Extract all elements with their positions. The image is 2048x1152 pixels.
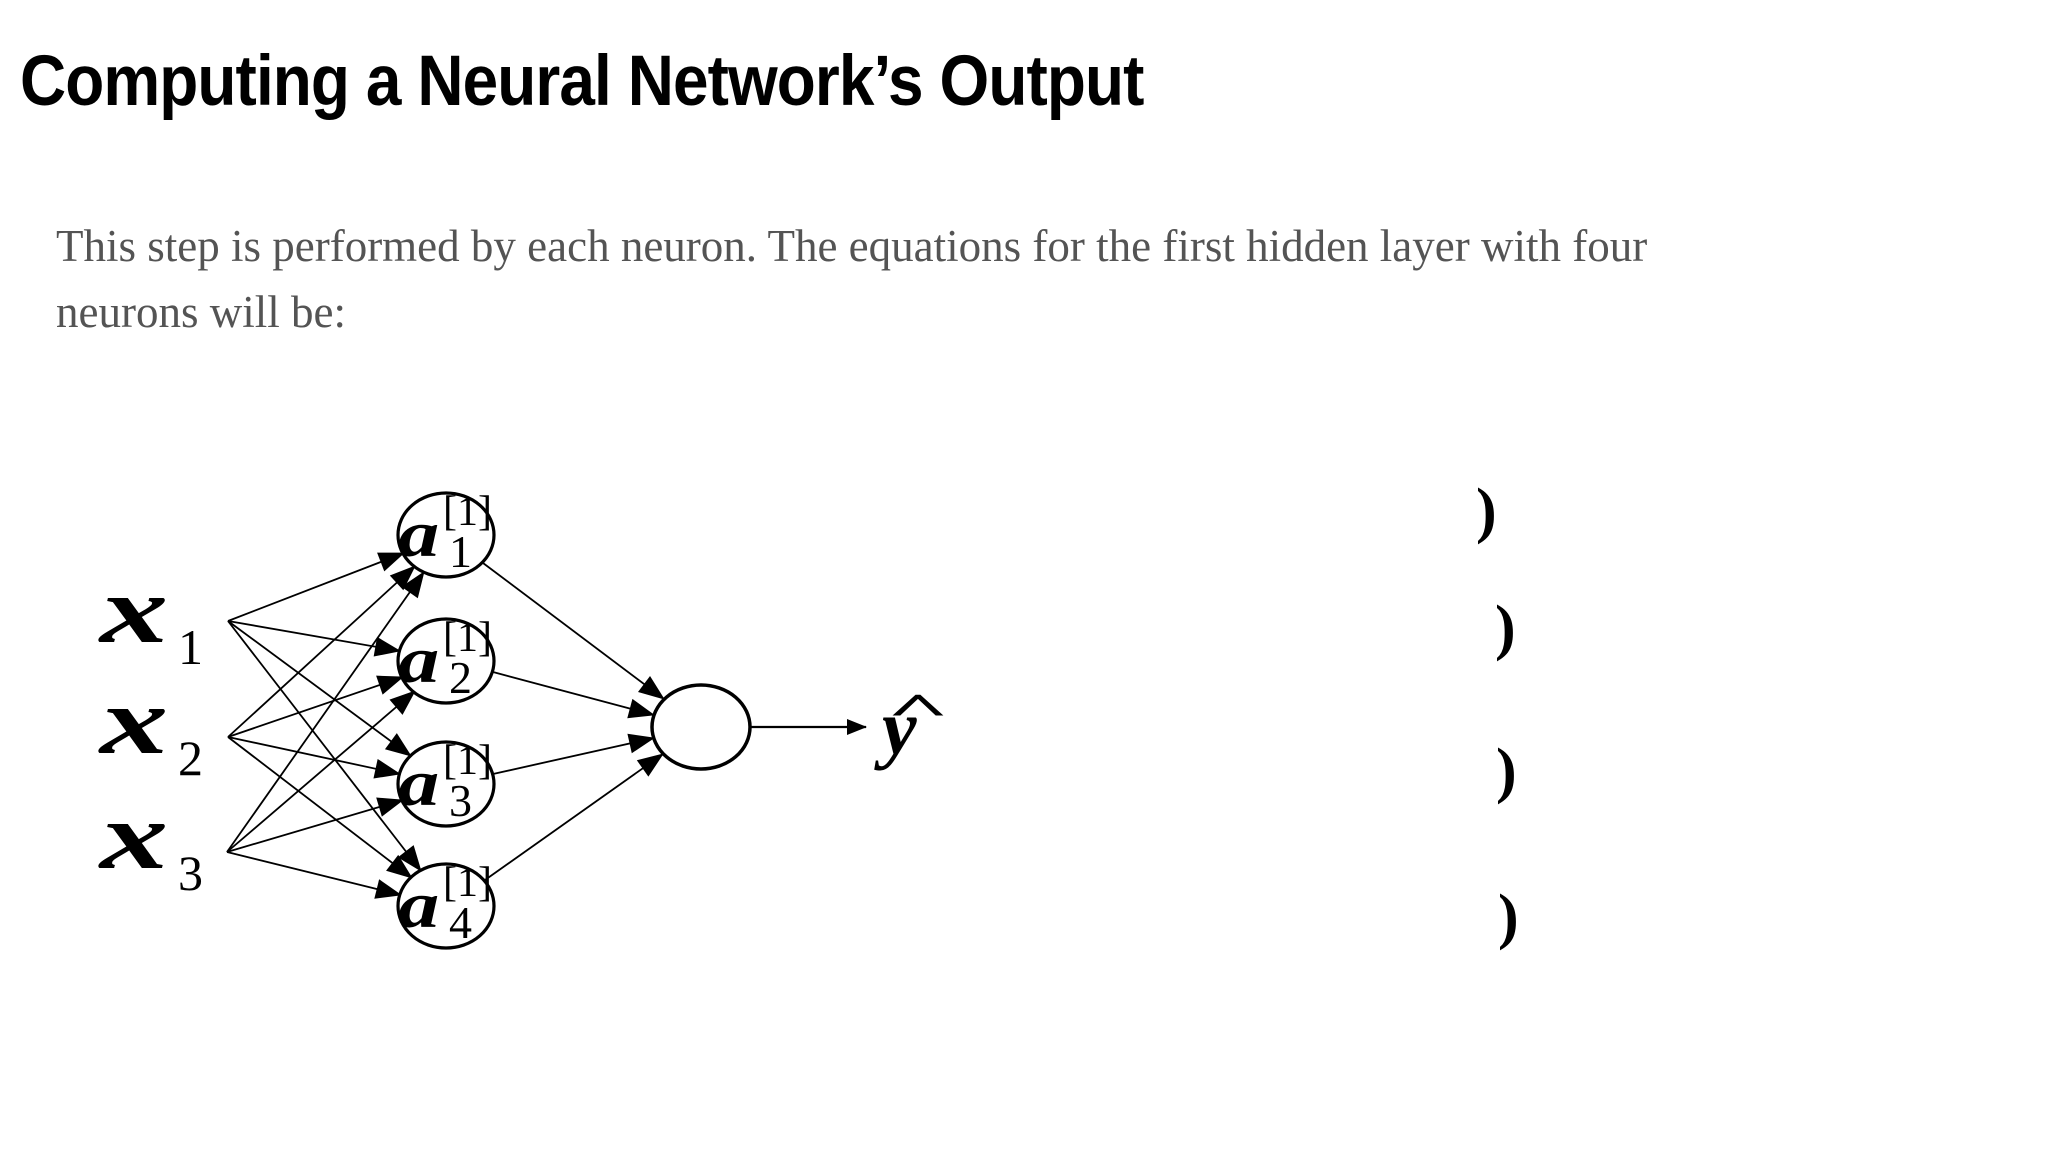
connection-a3-out bbox=[492, 733, 655, 775]
input-label-x3-sub: 3 bbox=[178, 845, 203, 901]
connection-a4-out bbox=[484, 753, 664, 881]
hidden-label-a2-sup: [1] bbox=[443, 615, 492, 661]
input-label-x2-base: x bbox=[100, 667, 169, 774]
connection-x2-a3 bbox=[227, 736, 401, 779]
input-label-x2: x 2 bbox=[100, 667, 203, 786]
input-label-x2-sub: 2 bbox=[178, 730, 203, 786]
body-text: This step is performed by each neuron. T… bbox=[56, 213, 1647, 345]
hidden-neuron-circle-3 bbox=[396, 740, 496, 828]
equation-fragment-paren-2: ) bbox=[1495, 594, 1516, 662]
connection-a1-out bbox=[482, 562, 665, 700]
hidden-label-a2-sub: 2 bbox=[449, 652, 472, 703]
hidden-label-a4: a [1] 4 bbox=[398, 854, 492, 948]
hidden-neuron-circle-1 bbox=[396, 491, 496, 579]
input-label-x1-sub: 1 bbox=[178, 619, 203, 675]
hidden-neuron-circle-4 bbox=[396, 862, 496, 950]
hidden-label-a3-sup: [1] bbox=[443, 738, 492, 784]
connection-x2-a2 bbox=[227, 675, 404, 738]
slide-title: Computing a Neural Network’s Output bbox=[20, 42, 1144, 121]
input-label-x3-base: x bbox=[100, 782, 169, 889]
connection-x3-a4 bbox=[226, 851, 402, 899]
connection-x3-a2 bbox=[226, 690, 416, 853]
hidden-to-output-connections bbox=[482, 562, 665, 881]
output-neuron-circle bbox=[650, 683, 752, 771]
connection-x3-a1 bbox=[226, 571, 425, 853]
hidden-label-a1-sup: [1] bbox=[443, 489, 492, 535]
hidden-label-a3: a [1] 3 bbox=[398, 732, 492, 826]
connection-x1-a1 bbox=[227, 552, 405, 622]
body-text-line-2: neurons will be: bbox=[56, 287, 346, 337]
hidden-label-a1-sub: 1 bbox=[449, 526, 472, 577]
hidden-label-a4-sub: 4 bbox=[449, 897, 472, 948]
hidden-neuron-circle-2 bbox=[396, 617, 496, 705]
connection-x1-a4 bbox=[227, 620, 422, 872]
output-label-base: y bbox=[882, 684, 917, 771]
hidden-label-a3-sub: 3 bbox=[449, 775, 472, 826]
input-label-x1-base: x bbox=[100, 556, 169, 663]
input-to-hidden-connections bbox=[226, 552, 425, 899]
connection-x1-a2 bbox=[227, 620, 401, 657]
connection-x2-a1 bbox=[227, 565, 416, 738]
hat-accent: ^ bbox=[886, 685, 950, 734]
output-label-yhat: ^ y bbox=[876, 684, 960, 771]
equation-fragment-paren-1: ) bbox=[1476, 477, 1497, 545]
equation-fragment-paren-3: ) bbox=[1496, 737, 1517, 805]
hidden-label-a1: a [1] 1 bbox=[398, 483, 492, 577]
hidden-label-a1-base: a bbox=[398, 498, 440, 571]
hidden-label-a2: a [1] 2 bbox=[398, 609, 492, 703]
connection-x3-a3 bbox=[226, 797, 404, 853]
body-text-line-1: This step is performed by each neuron. T… bbox=[56, 221, 1648, 271]
input-label-x3: x 3 bbox=[100, 782, 203, 901]
equation-fragment-paren-4: ) bbox=[1498, 883, 1519, 951]
connection-x1-a3 bbox=[227, 620, 412, 757]
hidden-neurons bbox=[396, 491, 496, 950]
hidden-label-a4-sup: [1] bbox=[443, 860, 492, 906]
input-label-x1: x 1 bbox=[100, 556, 203, 675]
hidden-label-a2-base: a bbox=[398, 624, 440, 697]
hidden-label-a3-base: a bbox=[398, 747, 440, 820]
hidden-label-a4-base: a bbox=[398, 869, 440, 942]
connection-x2-a4 bbox=[227, 736, 413, 879]
connection-a2-out bbox=[492, 671, 655, 719]
